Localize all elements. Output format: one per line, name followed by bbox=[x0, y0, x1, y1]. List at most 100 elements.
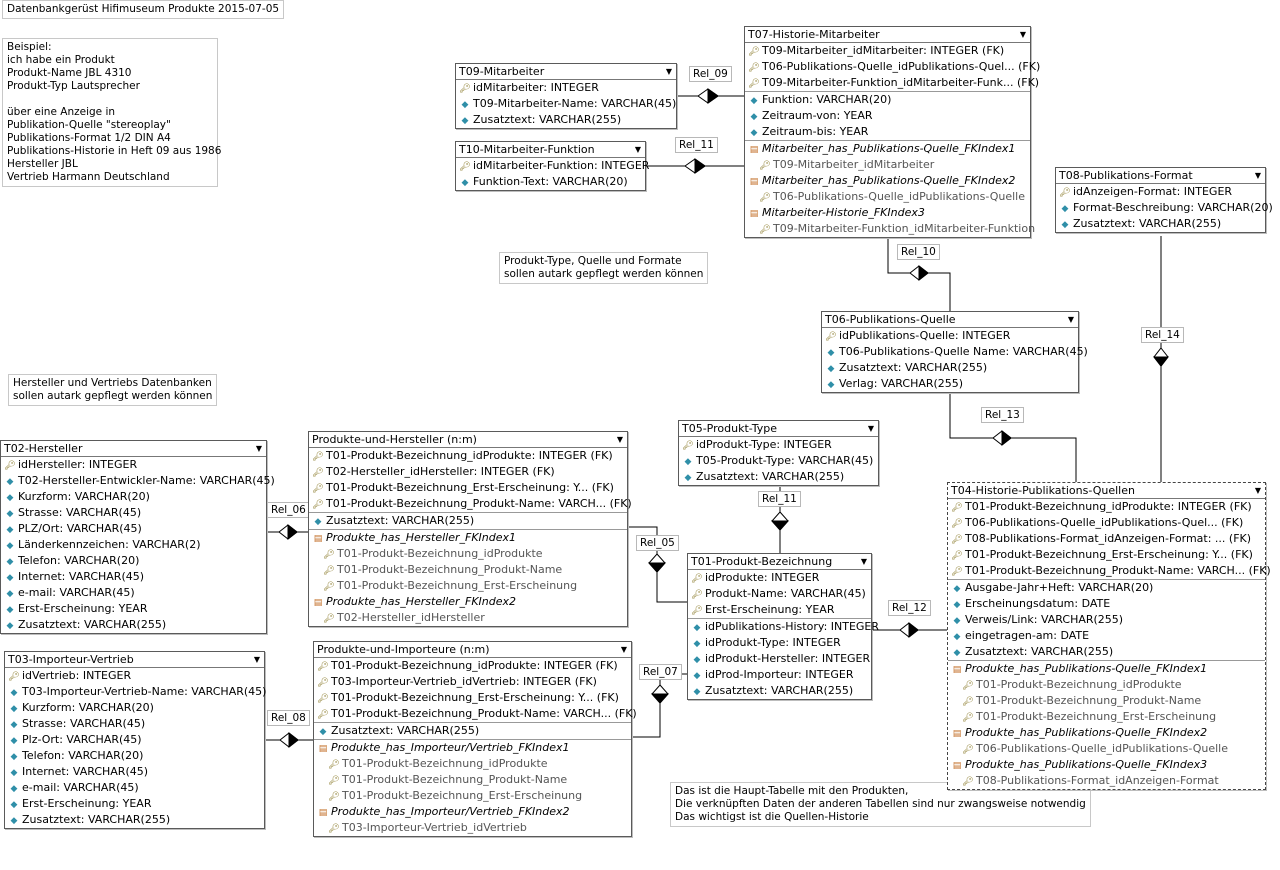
table-t09-mitarbeiter[interactable]: T09-Mitarbeiter▼🔑︎idMitarbeiter: INTEGER… bbox=[455, 63, 677, 129]
table-column[interactable]: ◆Zusatztext: VARCHAR(255) bbox=[679, 469, 878, 485]
dropdown-arrow-icon[interactable]: ▼ bbox=[616, 435, 623, 444]
rel-label[interactable]: Rel_14 bbox=[1141, 327, 1184, 343]
table-header[interactable]: T10-Mitarbeiter-Funktion▼ bbox=[456, 142, 645, 158]
table-header[interactable]: T01-Produkt-Bezeichnung▼ bbox=[688, 554, 871, 570]
table-column[interactable]: ◆Ausgabe-Jahr+Heft: VARCHAR(20) bbox=[948, 580, 1265, 596]
table-column[interactable]: ◆Zusatztext: VARCHAR(255) bbox=[688, 683, 871, 699]
table-t05-produkt-type[interactable]: T05-Produkt-Type▼🔑︎idProdukt-Type: INTEG… bbox=[678, 420, 879, 486]
table-column[interactable]: ◆T09-Mitarbeiter-Name: VARCHAR(45) bbox=[456, 96, 677, 112]
table-column[interactable]: ◆Länderkennzeichen: VARCHAR(2) bbox=[1, 537, 266, 553]
table-column[interactable]: ◆e-mail: VARCHAR(45) bbox=[1, 585, 266, 601]
dropdown-arrow-icon[interactable]: ▼ bbox=[620, 645, 627, 654]
rel-label[interactable]: Rel_13 bbox=[981, 407, 1024, 423]
rel-label[interactable]: Rel_07 bbox=[639, 664, 682, 680]
table-column[interactable]: 🔑︎T01-Produkt-Bezeichnung_idProdukte bbox=[314, 756, 631, 772]
table-column[interactable]: ◆Zeitraum-von: YEAR bbox=[745, 108, 1030, 124]
table-t07-historie-mitarbeiter[interactable]: T07-Historie-Mitarbeiter▼ 🔑︎T09-Mitarbeit… bbox=[744, 26, 1040, 238]
table-column[interactable]: ◆Internet: VARCHAR(45) bbox=[5, 764, 264, 780]
table-column[interactable]: ◆Plz-Ort: VARCHAR(45) bbox=[5, 732, 264, 748]
table-column[interactable]: 🔑︎T01-Produkt-Bezeichnung_idProdukte: IN… bbox=[948, 499, 1265, 515]
table-produkte-und-importeure[interactable]: Produkte-und-Importeure (n:m)▼🔑︎T01-Prod… bbox=[313, 641, 637, 837]
table-column[interactable]: 🔑︎T06-Publikations-Quelle_idPublikations… bbox=[745, 59, 1040, 75]
table-column[interactable]: 🔑︎T01-Produkt-Bezeichnung_Erst-Erscheinu… bbox=[309, 578, 627, 594]
table-column[interactable]: 🔑︎T01-Produkt-Bezeichnung_Produkt-Name bbox=[948, 693, 1265, 709]
rel-label[interactable]: Rel_05 bbox=[636, 535, 679, 551]
table-header[interactable]: T06-Publikations-Quelle▼ bbox=[822, 312, 1078, 328]
table-column[interactable]: 🔑︎T06-Publikations-Quelle_idPublikations… bbox=[745, 189, 1030, 205]
table-column[interactable]: 🔑︎T03-Importeur-Vertrieb_idVertrieb: INT… bbox=[314, 674, 631, 690]
table-column[interactable]: 🔑︎T01-Produkt-Bezeichnung_Produkt-Name: … bbox=[948, 563, 1270, 579]
dropdown-arrow-icon[interactable]: ▼ bbox=[860, 557, 867, 566]
table-column[interactable]: ◆Strasse: VARCHAR(45) bbox=[5, 716, 264, 732]
table-column[interactable]: ◆Funktion: VARCHAR(20) bbox=[745, 92, 1030, 108]
rel-label[interactable]: Rel_08 bbox=[267, 710, 310, 726]
table-column[interactable]: ◆Zusatztext: VARCHAR(255) bbox=[822, 360, 1078, 376]
table-column[interactable]: ◆Zeitraum-bis: YEAR bbox=[745, 124, 1030, 140]
table-column[interactable]: 🔑︎T09-Mitarbeiter-Funktion_idMitarbeiter… bbox=[745, 221, 1035, 237]
dropdown-arrow-icon[interactable]: ▼ bbox=[1019, 30, 1026, 39]
table-column[interactable]: ◆idProdukt-Type: INTEGER bbox=[688, 635, 871, 651]
table-column[interactable]: 🔑︎T03-Importeur-Vertrieb_idVertrieb bbox=[314, 820, 631, 836]
table-t02-hersteller[interactable]: T02-Hersteller▼🔑︎idHersteller: INTEGER◆T… bbox=[0, 440, 275, 634]
table-column[interactable]: ▤Produkte_has_Importeur/Vertrieb_FKIndex… bbox=[314, 804, 631, 820]
table-column[interactable]: 🔑︎T01-Produkt-Bezeichnung_Produkt-Name bbox=[309, 562, 627, 578]
table-column[interactable]: ◆T05-Produkt-Type: VARCHAR(45) bbox=[679, 453, 878, 469]
table-header[interactable]: Produkte-und-Importeure (n:m)▼ bbox=[314, 642, 631, 658]
table-column[interactable]: 🔑︎T01-Produkt-Bezeichnung_Erst-Erscheinu… bbox=[948, 547, 1265, 563]
rel-label[interactable]: Rel_11 bbox=[758, 491, 801, 507]
rel-label[interactable]: Rel_12 bbox=[888, 600, 931, 616]
table-column[interactable]: ◆T06-Publikations-Quelle Name: VARCHAR(4… bbox=[822, 344, 1088, 360]
table-column[interactable]: ◆Erscheinungsdatum: DATE bbox=[948, 596, 1265, 612]
table-t08-publikations-format[interactable]: T08-Publikations-Format▼🔑︎idAnzeigen-For… bbox=[1055, 167, 1273, 233]
table-column[interactable]: ◆Funktion-Text: VARCHAR(20) bbox=[456, 174, 645, 190]
table-column[interactable]: ◆e-mail: VARCHAR(45) bbox=[5, 780, 264, 796]
table-header[interactable]: Produkte-und-Hersteller (n:m)▼ bbox=[309, 432, 627, 448]
table-header[interactable]: T07-Historie-Mitarbeiter▼ bbox=[745, 27, 1030, 43]
table-column[interactable]: ◆eingetragen-am: DATE bbox=[948, 628, 1265, 644]
table-column[interactable]: 🔑︎idMitarbeiter: INTEGER bbox=[456, 80, 676, 96]
table-column[interactable]: 🔑︎T01-Produkt-Bezeichnung_Produkt-Name bbox=[314, 772, 631, 788]
table-column[interactable]: ◆T02-Hersteller-Entwickler-Name: VARCHAR… bbox=[1, 473, 275, 489]
table-column[interactable]: ▤Produkte_has_Publikations-Quelle_FKInde… bbox=[948, 661, 1265, 677]
dropdown-arrow-icon[interactable]: ▼ bbox=[255, 444, 262, 453]
dropdown-arrow-icon[interactable]: ▼ bbox=[1254, 486, 1261, 495]
table-column[interactable]: 🔑︎T01-Produkt-Bezeichnung_Erst-Erscheinu… bbox=[314, 690, 631, 706]
table-column[interactable]: ▤Mitarbeiter_has_Publikations-Quelle_FKI… bbox=[745, 173, 1030, 189]
table-column[interactable]: 🔑︎idPublikations-Quelle: INTEGER bbox=[822, 328, 1078, 344]
table-column[interactable]: 🔑︎T01-Produkt-Bezeichnung_idProdukte bbox=[309, 546, 627, 562]
rel-label[interactable]: Rel_09 bbox=[689, 66, 732, 82]
table-column[interactable]: ◆Zusatztext: VARCHAR(255) bbox=[1056, 216, 1265, 232]
table-column[interactable]: ▤Mitarbeiter_has_Publikations-Quelle_FKI… bbox=[745, 141, 1030, 157]
table-header[interactable]: T08-Publikations-Format▼ bbox=[1056, 168, 1265, 184]
table-column[interactable]: 🔑︎idHersteller: INTEGER bbox=[1, 457, 266, 473]
table-column[interactable]: ▤Produkte_has_Hersteller_FKIndex2 bbox=[309, 594, 627, 610]
table-column[interactable]: 🔑︎Erst-Erscheinung: YEAR bbox=[688, 602, 871, 618]
table-column[interactable]: 🔑︎T09-Mitarbeiter-Funktion_idMitarbeiter… bbox=[745, 75, 1039, 91]
table-produkte-und-hersteller[interactable]: Produkte-und-Hersteller (n:m)▼ 🔑︎T01-Prod… bbox=[308, 431, 632, 627]
table-column[interactable]: 🔑︎Produkt-Name: VARCHAR(45) bbox=[688, 586, 871, 602]
table-column[interactable]: 🔑︎T01-Produkt-Bezeichnung_Erst-Erscheinu… bbox=[314, 788, 631, 804]
table-column[interactable]: ◆Erst-Erscheinung: YEAR bbox=[1, 601, 266, 617]
table-column[interactable]: ◆Zusatztext: VARCHAR(255) bbox=[314, 723, 631, 739]
table-column[interactable]: 🔑︎T01-Produkt-Bezeichnung_idProdukte: IN… bbox=[314, 658, 631, 674]
table-column[interactable]: ◆Kurzform: VARCHAR(20) bbox=[5, 700, 264, 716]
table-t06-publikations-quelle[interactable]: T06-Publikations-Quelle▼🔑︎idPublikations… bbox=[821, 311, 1088, 393]
table-column[interactable]: 🔑︎T01-Produkt-Bezeichnung_Erst-Erscheinu… bbox=[309, 480, 627, 496]
table-header[interactable]: T03-Importeur-Vertrieb▼ bbox=[5, 652, 264, 668]
dropdown-arrow-icon[interactable]: ▼ bbox=[634, 145, 641, 154]
table-column[interactable]: 🔑︎T01-Produkt-Bezeichnung_Produkt-Name: … bbox=[314, 706, 636, 722]
dropdown-arrow-icon[interactable]: ▼ bbox=[1254, 171, 1261, 180]
rel-label[interactable]: Rel_10 bbox=[897, 244, 940, 260]
table-header[interactable]: T04-Historie-Publikations-Quellen▼ bbox=[948, 483, 1265, 499]
table-header[interactable]: T02-Hersteller▼ bbox=[1, 441, 266, 457]
table-column[interactable]: ▤Produkte_has_Hersteller_FKIndex1 bbox=[309, 530, 627, 546]
table-column[interactable]: 🔑︎T02-Hersteller_idHersteller bbox=[309, 610, 627, 626]
rel-label[interactable]: Rel_11 bbox=[675, 137, 718, 153]
table-column[interactable]: ▤Mitarbeiter-Historie_FKIndex3 bbox=[745, 205, 1030, 221]
table-column[interactable]: ◆PLZ/Ort: VARCHAR(45) bbox=[1, 521, 266, 537]
table-column[interactable]: ◆Erst-Erscheinung: YEAR bbox=[5, 796, 264, 812]
table-column[interactable]: 🔑︎T06-Publikations-Quelle_idPublikations… bbox=[948, 515, 1265, 531]
table-column[interactable]: ◆Zusatztext: VARCHAR(255) bbox=[1, 617, 266, 633]
table-column[interactable]: 🔑︎idProdukt-Type: INTEGER bbox=[679, 437, 878, 453]
rel-label[interactable]: Rel_06 bbox=[267, 502, 310, 518]
